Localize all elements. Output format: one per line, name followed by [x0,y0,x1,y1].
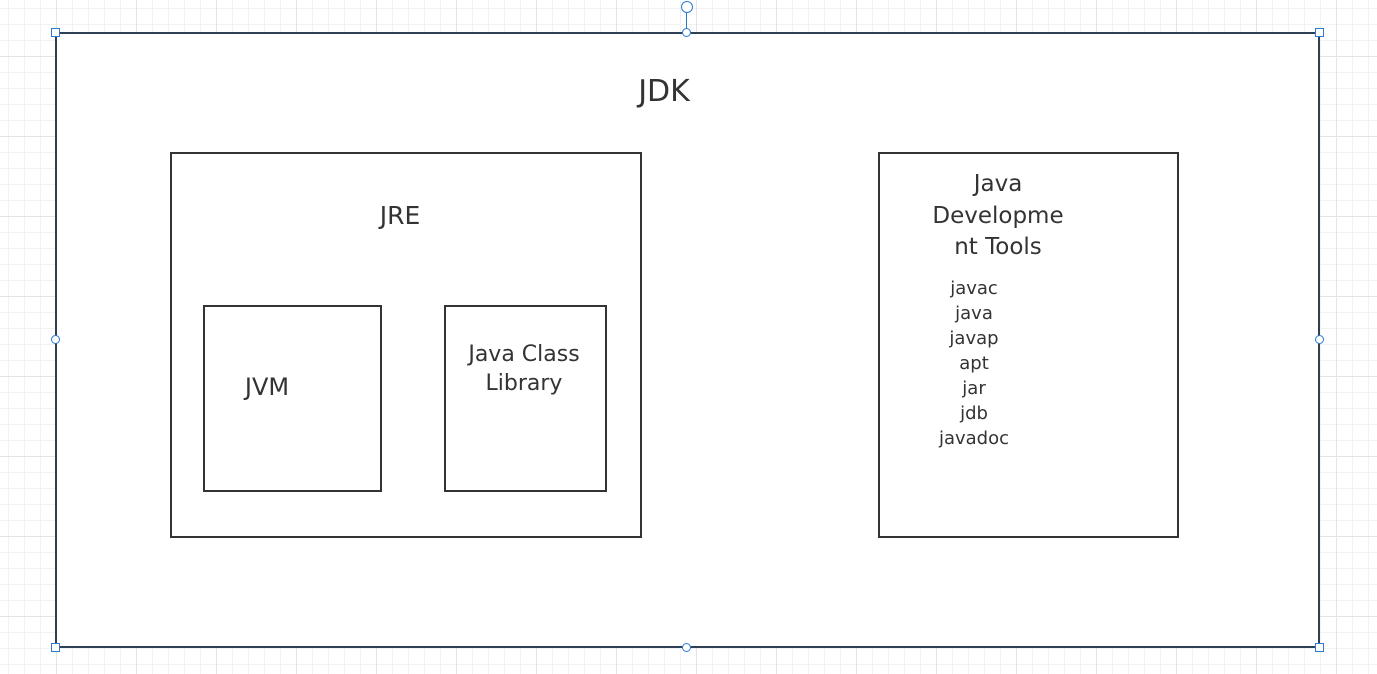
resize-handle-bottom-right[interactable] [1315,643,1324,652]
resize-handle-bottom-left[interactable] [51,643,60,652]
resize-handle-left[interactable] [51,335,60,344]
dev-tools-box[interactable] [878,152,1179,538]
dev-tools-list: javac java javap apt jar jdb javadoc [914,276,1034,451]
jvm-box[interactable] [203,305,382,492]
class-library-label: Java Class Library [468,342,580,396]
tool-item: java [955,303,993,324]
jvm-label: JVM [244,373,290,401]
jre-label: JRE [379,201,421,230]
resize-handle-right[interactable] [1315,335,1324,344]
tool-item: jdb [960,403,988,424]
resize-handle-bottom[interactable] [682,643,691,652]
dev-tools-title: Java Developme nt Tools [932,171,1064,260]
resize-handle-top[interactable] [682,28,691,37]
resize-handle-top-left[interactable] [51,28,60,37]
resize-handle-top-right[interactable] [1315,28,1324,37]
rotate-handle[interactable] [681,1,693,13]
rotate-handle-stem [686,13,687,29]
tool-item: javac [950,278,998,299]
class-library-box[interactable] [444,305,607,492]
jdk-label: JDK [638,74,690,109]
tool-item: javadoc [938,428,1010,449]
tool-item: javap [949,328,999,349]
tool-item: apt [959,353,989,374]
tool-item: jar [962,378,986,399]
